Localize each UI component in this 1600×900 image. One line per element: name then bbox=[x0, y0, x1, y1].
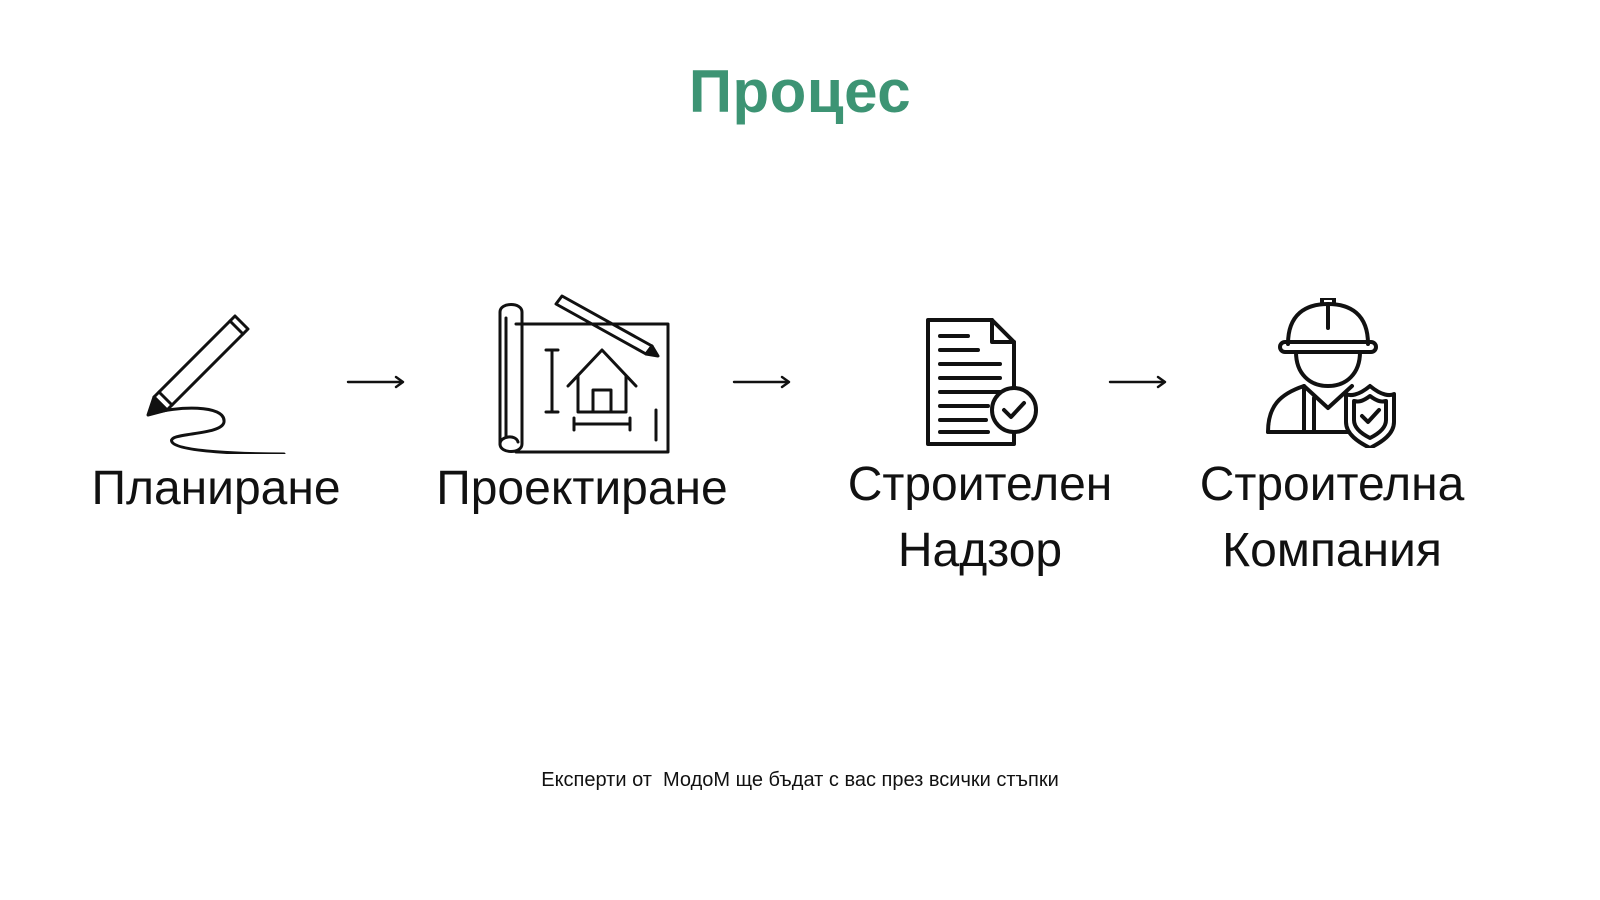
arrow-right-icon bbox=[732, 374, 792, 390]
pencil-signature-icon bbox=[146, 314, 286, 454]
construction-worker-shield-icon bbox=[1264, 298, 1404, 448]
step-label-company-line2: Компания bbox=[1222, 524, 1442, 577]
footer-text: Експерти от МодоМ ще бъдат с вас през вс… bbox=[541, 769, 1059, 791]
step-label-design: Проектиране bbox=[436, 462, 728, 515]
page-title: Процес bbox=[688, 58, 912, 125]
arrow-right-icon bbox=[346, 374, 406, 390]
arrow-right-icon bbox=[1108, 374, 1168, 390]
step-label-planning: Планиране bbox=[91, 462, 341, 515]
step-label-supervision-line1: Строителен bbox=[847, 458, 1113, 511]
step-label-company-line1: Строителна bbox=[1199, 458, 1465, 511]
step-label-supervision-line2: Надзор bbox=[897, 524, 1063, 577]
house-blueprint-icon bbox=[496, 294, 676, 454]
document-check-icon bbox=[922, 318, 1040, 448]
